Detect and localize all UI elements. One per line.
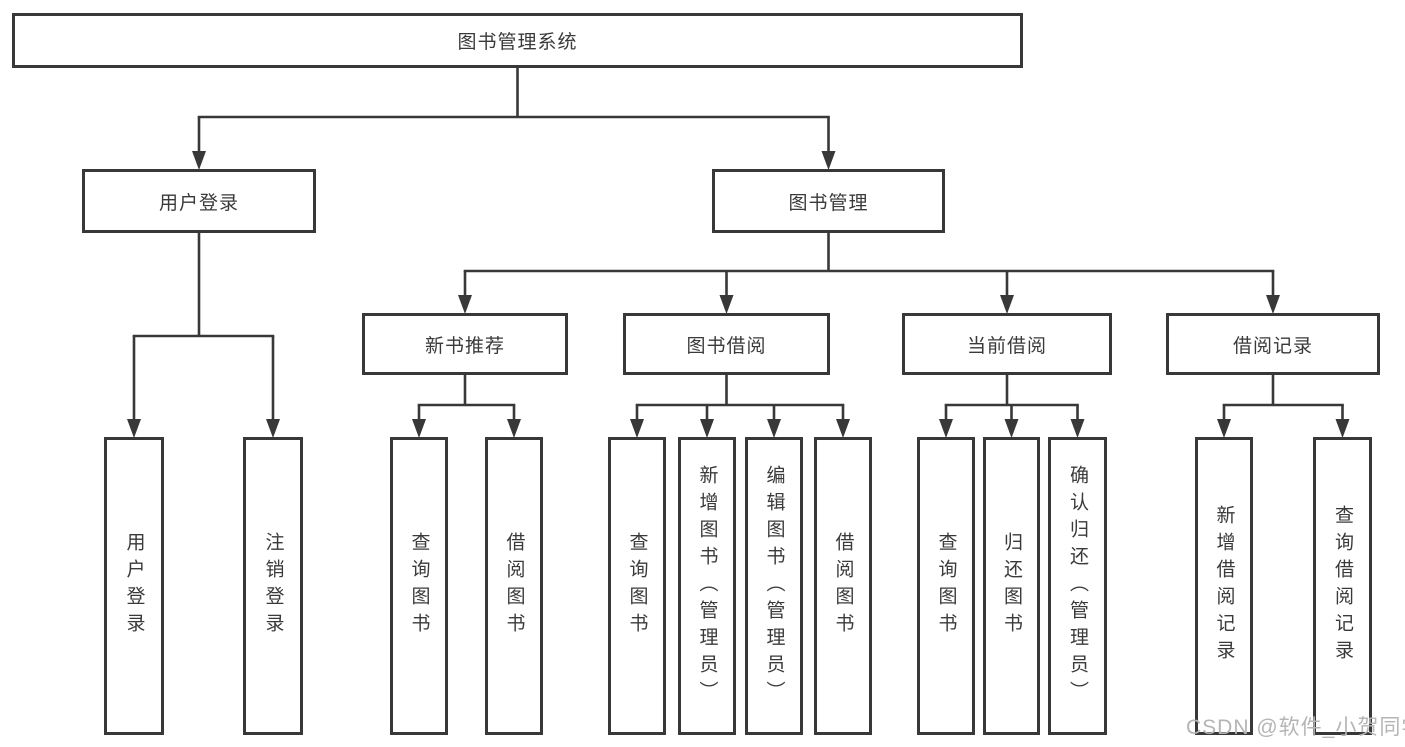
arrowhead [1004, 419, 1019, 438]
arrowhead [939, 419, 953, 438]
arrowhead [1266, 295, 1280, 314]
arrowhead [719, 295, 734, 314]
node-leaf-add-borrow-record: 新增借阅记录 [1195, 437, 1253, 735]
node-root: 图书管理系统 [12, 13, 1023, 68]
node-book-borrow: 图书借阅 [623, 313, 830, 375]
arrowhead [192, 151, 206, 170]
arrowhead [1335, 419, 1350, 438]
arrowhead [630, 419, 644, 438]
node-leaf-query-borrow-record: 查询借阅记录 [1313, 437, 1372, 735]
arrowhead [412, 419, 426, 438]
arrowhead [700, 419, 714, 438]
node-user-login: 用户登录 [82, 169, 316, 233]
arrowhead [458, 295, 472, 314]
node-leaf-logout: 注销登录 [243, 437, 303, 735]
node-leaf-query-book-3: 查询图书 [917, 437, 975, 735]
arrowhead [767, 419, 781, 438]
arrowhead [821, 151, 836, 170]
node-current-borrow: 当前借阅 [902, 313, 1112, 375]
node-borrow-records: 借阅记录 [1166, 313, 1380, 375]
arrowhead [266, 419, 280, 438]
node-book-mgmt: 图书管理 [712, 169, 945, 233]
node-leaf-add-book: 新增图书（管理员） [678, 437, 736, 735]
arrowhead [1217, 419, 1231, 438]
node-leaf-query-book-1: 查询图书 [390, 437, 448, 735]
arrowhead [1000, 295, 1014, 314]
watermark: CSDN @软件_小贺同学 [1186, 716, 1405, 739]
node-leaf-user-login: 用户登录 [104, 437, 164, 735]
arrowhead [507, 419, 521, 438]
node-new-book-rec: 新书推荐 [362, 313, 568, 375]
node-leaf-return-book: 归还图书 [983, 437, 1040, 735]
node-leaf-query-book-2: 查询图书 [608, 437, 666, 735]
node-leaf-borrow-book-1: 借阅图书 [485, 437, 543, 735]
node-leaf-confirm-return: 确认归还（管理员） [1048, 437, 1107, 735]
arrowhead [127, 419, 141, 438]
arrowhead [1070, 419, 1085, 438]
arrowhead [836, 419, 850, 438]
node-leaf-edit-book: 编辑图书（管理员） [745, 437, 803, 735]
node-leaf-borrow-book-2: 借阅图书 [814, 437, 872, 735]
